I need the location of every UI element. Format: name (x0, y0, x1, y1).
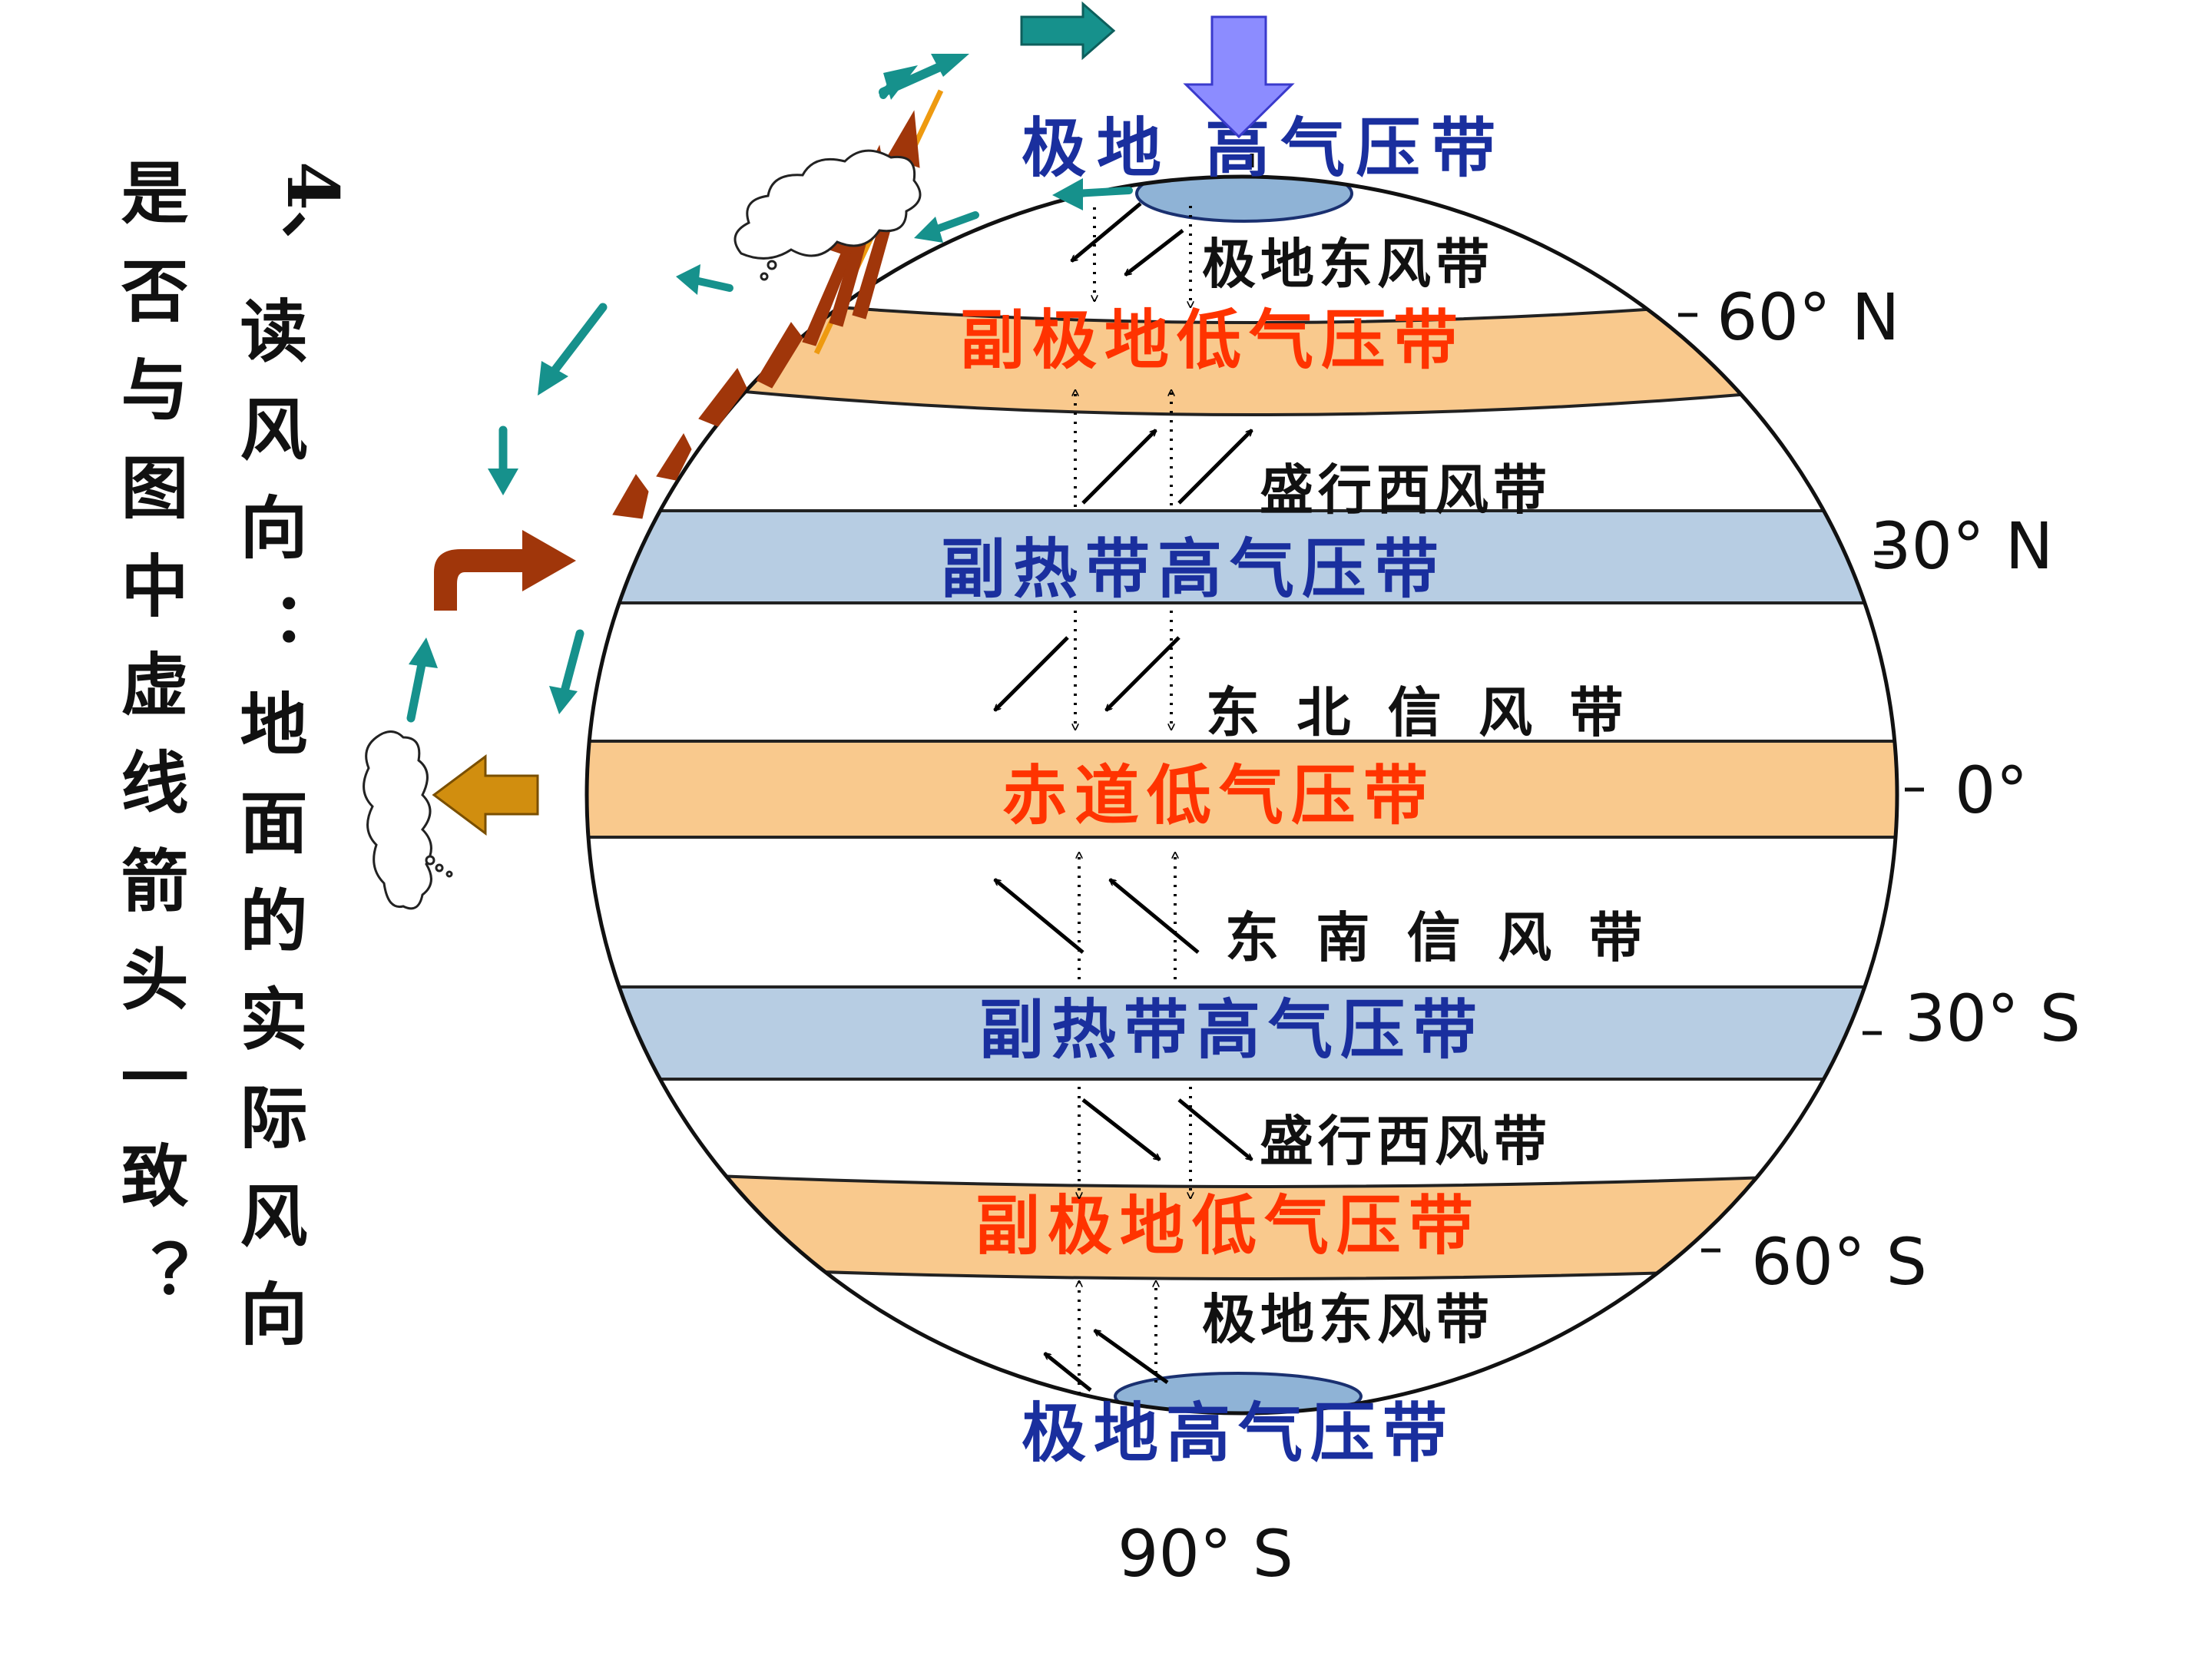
label-subpolar-low-north: 副极地低气压带 (960, 302, 1465, 378)
band-equatorial-low (587, 740, 1897, 839)
band-subtropical-high-south (587, 985, 1897, 1081)
label-polar-high-north: 极地 高气压带 (1022, 110, 1506, 186)
teal-arrows (406, 54, 1133, 723)
label-subtropical-high-south: 副热带高气压带 (979, 992, 1485, 1068)
actual-wind-arrows (995, 202, 1252, 1392)
wind-arrow (1094, 1328, 1169, 1385)
lat-30n: 30° N (1870, 508, 2053, 584)
cloud-lower (363, 730, 453, 910)
wind-arrow (1106, 636, 1181, 710)
wind-arrow (1125, 229, 1184, 276)
label-ne-trades: 东 北 信 风 带 (1206, 680, 1632, 744)
label-westerlies-north: 盛行西风带 (1260, 458, 1551, 522)
question-number: 4、 (271, 161, 354, 281)
wind-arrow (1071, 202, 1142, 263)
wind-arrow (1081, 430, 1156, 505)
label-westerlies-south: 盛行西风带 (1260, 1109, 1551, 1173)
label-subpolar-low-south: 副极地低气压带 (975, 1187, 1481, 1263)
lat-90s: 90° S (1118, 1516, 1293, 1591)
lat-60n: 60° N (1717, 280, 1899, 355)
band-subpolar-low-north (587, 274, 1897, 416)
label-polar-high-south: 极地高气压带 (1022, 1395, 1455, 1471)
orange-outflow-arrow (432, 754, 539, 836)
label-se-trades: 东 南 信 风 带 (1225, 906, 1651, 969)
label-polar-easterlies-south: 极地东风带 (1202, 1287, 1494, 1351)
south-polar-cap (1114, 1372, 1363, 1413)
lat-60s: 60° S (1751, 1224, 1927, 1300)
band-subpolar-low-south (587, 1165, 1897, 1280)
wind-arrow (1110, 878, 1200, 954)
label-equatorial-low: 赤道低气压带 (1002, 757, 1435, 833)
globe (587, 177, 1897, 1413)
wind-arrow (1177, 430, 1252, 505)
question-line-1: 读风向：地面的实际风向 (229, 296, 309, 1377)
label-polar-easterlies-north: 极地东风带 (1202, 232, 1494, 296)
wind-arrow (995, 636, 1069, 710)
globe-outline (584, 174, 1899, 1416)
purple-descending-arrow (1183, 15, 1295, 139)
lat-30s: 30° S (1905, 981, 2081, 1056)
lat-equator: 0° (1955, 753, 2028, 828)
band-subtropical-high-north (587, 509, 1897, 604)
wind-arrow (1177, 1098, 1252, 1161)
wind-arrow (995, 878, 1084, 954)
brown-curved-arrow (434, 530, 576, 611)
question-line-2: 是否与图中虚线箭头一致？ (110, 157, 190, 1337)
latitude-ticks (1250, 154, 1924, 1253)
cloud-upper (733, 149, 922, 281)
wind-arrow (1081, 1098, 1160, 1161)
label-subtropical-high-north: 副热带高气压带 (941, 531, 1446, 607)
wind-arrow (1045, 1352, 1092, 1392)
teal-top-arrow (1020, 1, 1116, 61)
dotted-gradient-arrows (1075, 206, 1190, 1394)
